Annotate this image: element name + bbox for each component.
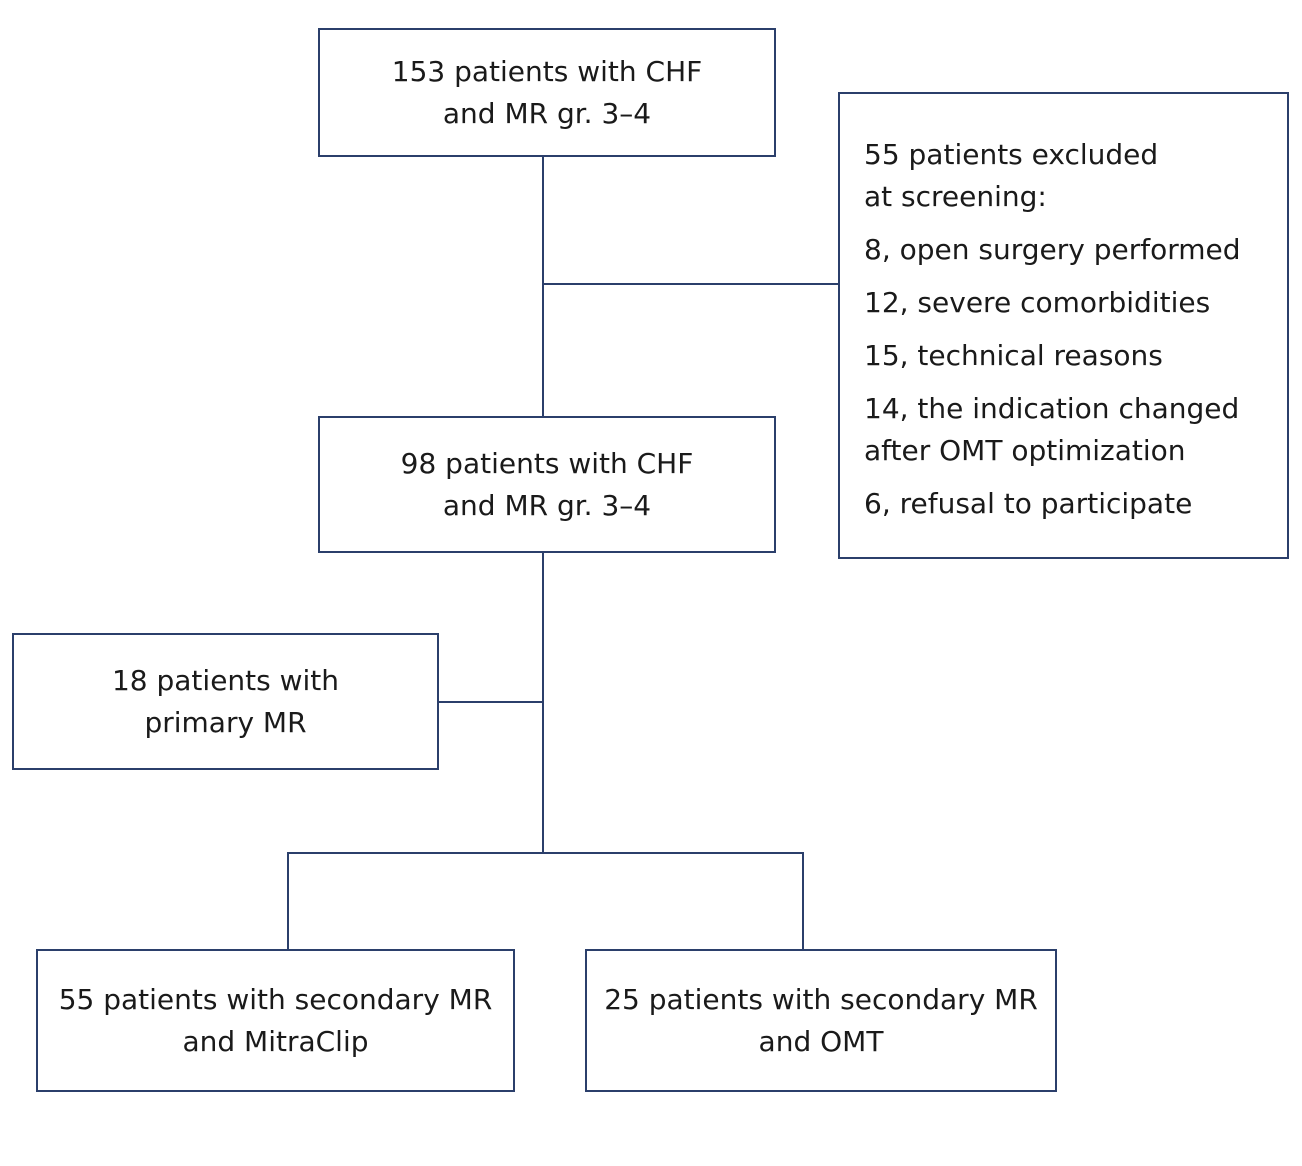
excluded-item-line: 6, refusal to participate [864, 487, 1193, 520]
excluded-item-line: 15, technical reasons [864, 339, 1163, 372]
excluded-item-indication-changed: 14, the indication changed after OMT opt… [864, 388, 1287, 472]
screened-box-line: and MR gr. 3–4 [442, 488, 652, 522]
excluded-item-comorbidities: 12, severe comorbidities [864, 282, 1287, 324]
primary-mr-box-line: primary MR [144, 705, 307, 739]
excluded-item-line: 14, the indication changed [864, 392, 1240, 425]
excluded-item-refusal: 6, refusal to participate [864, 483, 1287, 525]
screened-box-line: 98 patients with CHF [400, 446, 694, 480]
start-box-line: 153 patients with CHF [391, 54, 703, 88]
primary-mr-box-line: 18 patients with [111, 663, 340, 697]
mitraclip-box-line: and MitraClip [182, 1024, 369, 1058]
excluded-title-line: at screening: [864, 180, 1047, 213]
omt-box-line: 25 patients with secondary MR [604, 982, 1038, 1016]
excluded-item-line: 8, open surgery performed [864, 233, 1241, 266]
excluded-title-line: 55 patients excluded [864, 138, 1159, 171]
primary-mr-box: 18 patients with primary MR [12, 633, 439, 770]
mitraclip-box: 55 patients with secondary MR and MitraC… [36, 949, 515, 1092]
start-box: 153 patients with CHF and MR gr. 3–4 [318, 28, 776, 157]
excluded-box: 55 patients excluded at screening: 8, op… [838, 92, 1289, 559]
mitraclip-box-line: 55 patients with secondary MR [58, 982, 493, 1016]
excluded-item-line: 12, severe comorbidities [864, 286, 1211, 319]
excluded-item-open-surgery: 8, open surgery performed [864, 229, 1287, 271]
excluded-item-technical: 15, technical reasons [864, 335, 1287, 377]
excluded-item-line: after OMT optimization [864, 434, 1186, 467]
omt-box: 25 patients with secondary MR and OMT [585, 949, 1057, 1092]
excluded-title: 55 patients excluded at screening: [864, 134, 1287, 218]
start-box-line: and MR gr. 3–4 [442, 96, 652, 130]
omt-box-line: and OMT [758, 1024, 884, 1058]
screened-box: 98 patients with CHF and MR gr. 3–4 [318, 416, 776, 553]
